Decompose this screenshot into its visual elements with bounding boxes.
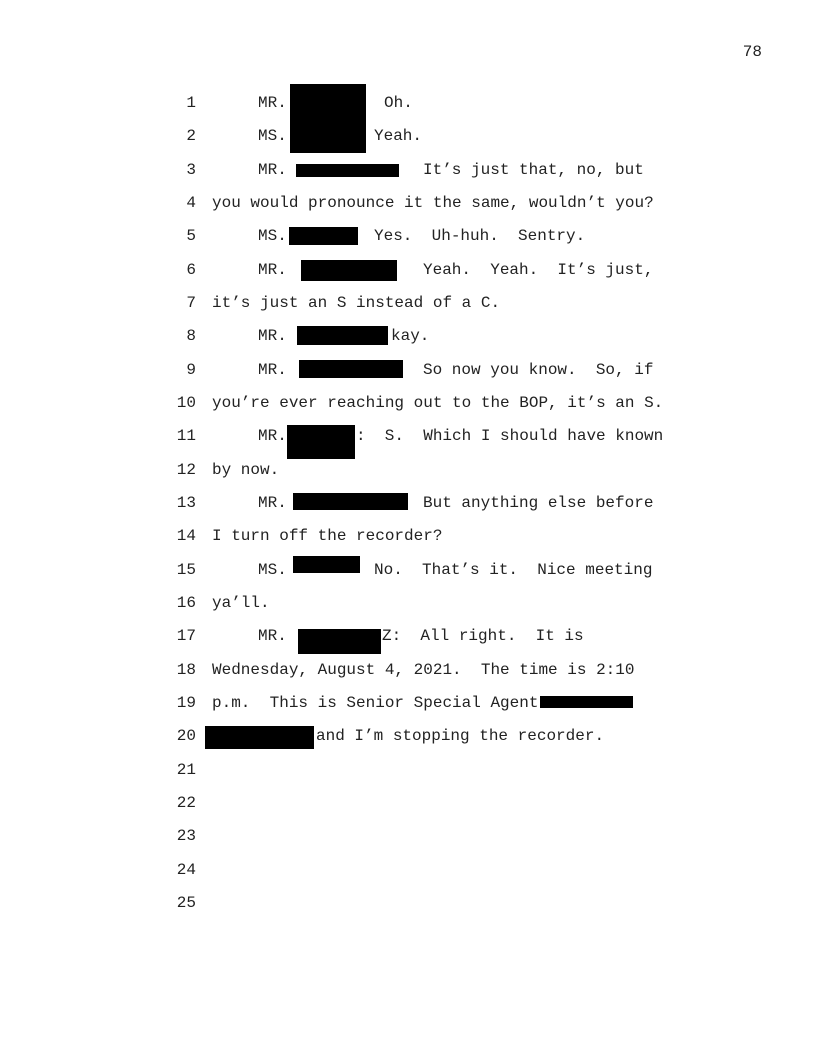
transcript-text: p.m. This is Senior Special Agent <box>212 694 539 712</box>
line-number: 7 <box>186 294 196 312</box>
line-number: 25 <box>176 894 196 912</box>
transcript-text: So now you know. So, if <box>423 361 654 379</box>
speaker-label: MR. <box>258 161 287 179</box>
line-number: 14 <box>176 527 196 545</box>
line-number: 9 <box>186 361 196 379</box>
transcript-text: I turn off the recorder? <box>212 527 443 545</box>
line-number: 19 <box>176 694 196 712</box>
line-number: 20 <box>176 727 196 745</box>
transcript-text: It’s just that, no, but <box>423 161 644 179</box>
speaker-label: MS. <box>258 227 287 245</box>
transcript-text: No. That’s it. Nice meeting <box>374 561 653 579</box>
line-number: 2 <box>186 127 196 145</box>
line-number: 1 <box>186 94 196 112</box>
line-number: 5 <box>186 227 196 245</box>
line-number: 17 <box>176 627 196 645</box>
line-number: 16 <box>176 594 196 612</box>
speaker-label: MR. <box>258 627 287 645</box>
line-number: 21 <box>176 761 196 779</box>
speaker-label: MR. <box>258 261 287 279</box>
redaction-box <box>301 260 397 281</box>
speaker-label: MR. <box>258 361 287 379</box>
line-number: 12 <box>176 461 196 479</box>
redaction-box <box>293 493 408 510</box>
line-number: 10 <box>176 394 196 412</box>
line-number: 11 <box>176 427 196 445</box>
speaker-label: MR. <box>258 327 287 345</box>
redaction-box <box>205 726 314 749</box>
transcript-text: : S. Which I should have known <box>356 427 664 445</box>
transcript-text: Oh. <box>384 94 413 112</box>
line-number: 18 <box>176 661 196 679</box>
line-number: 24 <box>176 861 196 879</box>
speaker-label: MS. <box>258 127 287 145</box>
transcript-text: kay. <box>391 327 430 345</box>
transcript-text: Wednesday, August 4, 2021. The time is 2… <box>212 661 635 679</box>
line-number: 22 <box>176 794 196 812</box>
redaction-box <box>298 629 381 654</box>
speaker-label: MR. <box>258 494 287 512</box>
transcript-text: you would pronounce it the same, wouldn’… <box>212 194 654 212</box>
line-number: 13 <box>176 494 196 512</box>
speaker-label: MR. <box>258 94 287 112</box>
line-number: 3 <box>186 161 196 179</box>
redaction-box <box>299 360 403 378</box>
line-number: 8 <box>186 327 196 345</box>
transcript-text: Yes. Uh-huh. Sentry. <box>374 227 586 245</box>
transcript-text: Yeah. <box>374 127 423 145</box>
speaker-label: MR. <box>258 427 287 445</box>
redaction-box <box>293 556 360 573</box>
transcript-text: Yeah. Yeah. It’s just, <box>423 261 654 279</box>
redaction-box <box>287 425 355 459</box>
transcript-text: it’s just an S instead of a C. <box>212 294 501 312</box>
line-number: 6 <box>186 261 196 279</box>
line-number: 23 <box>176 827 196 845</box>
line-number: 15 <box>176 561 196 579</box>
page-number: 78 <box>742 43 762 61</box>
redaction-box <box>296 164 399 177</box>
transcript-text: and I’m stopping the recorder. <box>316 727 605 745</box>
transcript-text: by now. <box>212 461 280 479</box>
redaction-box <box>290 84 366 153</box>
redaction-box <box>289 227 358 245</box>
transcript-text: But anything else before <box>423 494 654 512</box>
line-number: 4 <box>186 194 196 212</box>
redaction-box <box>540 696 633 708</box>
transcript-text: Z: All right. It is <box>382 627 584 645</box>
speaker-label: MS. <box>258 561 287 579</box>
redaction-box <box>297 326 388 345</box>
transcript-text: you’re ever reaching out to the BOP, it’… <box>212 394 664 412</box>
transcript-text: ya’ll. <box>212 594 270 612</box>
